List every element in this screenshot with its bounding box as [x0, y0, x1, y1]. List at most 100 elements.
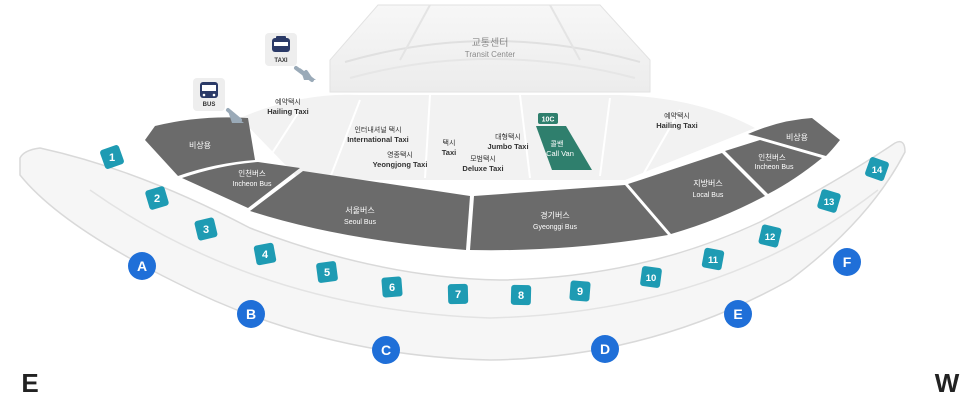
gate-C[interactable]: C [372, 336, 400, 364]
stop-label: 11 [708, 255, 719, 266]
bus-zone-incheon-right[interactable]: 인천버스 Incheon Bus [725, 140, 822, 194]
gate-label: C [381, 342, 391, 358]
svg-text:Incheon Bus: Incheon Bus [755, 164, 794, 171]
direction-west: W [935, 368, 960, 398]
taxi-zone-jumbo[interactable]: 대형택시 Jumbo Taxi [487, 132, 528, 151]
stop-label: 6 [389, 282, 395, 294]
stop-label: 14 [872, 165, 883, 176]
svg-text:Local Bus: Local Bus [693, 192, 724, 199]
call-van-stop: 10C [542, 117, 555, 124]
gate-label: A [137, 258, 147, 274]
svg-text:Seoul Bus: Seoul Bus [344, 219, 376, 226]
gate-label: F [843, 254, 852, 270]
stop-label: 12 [765, 232, 776, 243]
stop-1[interactable]: 1 [99, 144, 125, 170]
gate-D[interactable]: D [591, 335, 619, 363]
call-van-en: Call Van [546, 149, 574, 158]
taxi-label: TAXI [274, 58, 288, 64]
bus-zone-local[interactable]: 지방버스 Local Bus [628, 153, 765, 234]
svg-text:Taxi: Taxi [442, 148, 456, 157]
taxi-zone-international[interactable]: 인터내셔널 택시 International Taxi [347, 125, 409, 144]
gate-F[interactable]: F [833, 248, 861, 276]
svg-text:인터내셔널 택시: 인터내셔널 택시 [354, 125, 401, 134]
stop-10[interactable]: 10 [640, 266, 662, 288]
svg-text:Yeongjong Taxi: Yeongjong Taxi [373, 160, 428, 169]
svg-text:서울버스: 서울버스 [345, 205, 374, 215]
transit-center-en: Transit Center [465, 50, 516, 59]
stop-8[interactable]: 8 [510, 284, 532, 306]
gate-label: D [600, 341, 610, 357]
svg-text:Incheon Bus: Incheon Bus [233, 181, 272, 188]
stop-label: 10 [646, 273, 657, 284]
stop-label: 13 [824, 197, 835, 208]
bus-zone-emergency-right[interactable]: 비상용 [748, 118, 840, 156]
gate-label: E [733, 306, 742, 322]
bus-zone-incheon-left[interactable]: 인천버스 Incheon Bus [182, 162, 300, 208]
svg-text:영종택시: 영종택시 [387, 150, 413, 159]
stop-9[interactable]: 9 [569, 280, 591, 302]
svg-text:인천버스: 인천버스 [758, 152, 786, 162]
stop-label: 5 [324, 267, 330, 279]
call-van-stop-badge [538, 113, 558, 124]
svg-text:비상용: 비상용 [189, 140, 211, 150]
gate-E[interactable]: E [724, 300, 752, 328]
bus-label: BUS [203, 102, 216, 108]
taxi-zone-deluxe[interactable]: 모범택시 Deluxe Taxi [462, 154, 503, 173]
taxi-zone-hailing-right[interactable]: 예약택시 Hailing Taxi [656, 111, 698, 130]
svg-text:택시: 택시 [443, 138, 456, 147]
taxi-icon[interactable]: TAXI [265, 33, 297, 66]
stop-label: 3 [203, 224, 209, 236]
svg-text:Jumbo Taxi: Jumbo Taxi [487, 142, 528, 151]
gate-B[interactable]: B [237, 300, 265, 328]
svg-text:Hailing Taxi: Hailing Taxi [267, 107, 309, 116]
taxi-zone-hailing-left[interactable]: 예약택시 Hailing Taxi [267, 97, 309, 116]
bus-zone-gyeonggi[interactable]: 경기버스 Gyeonggi Bus [470, 185, 668, 251]
bus-zone-emergency-left[interactable]: 비상용 [145, 117, 255, 176]
gates: A B C D E F [128, 248, 861, 364]
bus-icon[interactable]: BUS [193, 78, 225, 111]
stop-label: 2 [154, 193, 160, 205]
stop-11[interactable]: 11 [701, 247, 725, 271]
taxi-area [240, 94, 755, 180]
svg-text:모범택시: 모범택시 [470, 154, 496, 163]
transit-center-ko: 교통센터 [472, 37, 509, 49]
arrow-bus-icon [226, 108, 242, 122]
bus-zone-seoul[interactable]: 서울버스 Seoul Bus [250, 171, 470, 250]
svg-text:예약택시: 예약택시 [275, 97, 301, 106]
stop-3[interactable]: 3 [194, 217, 218, 241]
stop-label: 9 [577, 286, 583, 298]
svg-text:인천버스: 인천버스 [238, 168, 266, 178]
stop-5[interactable]: 5 [316, 261, 338, 283]
gate-A[interactable]: A [128, 252, 156, 280]
svg-text:Gyeonggi Bus: Gyeonggi Bus [533, 224, 577, 231]
call-van-ko: 콜밴 [551, 139, 564, 148]
gate-label: B [246, 306, 256, 322]
stop-13[interactable]: 13 [817, 189, 842, 214]
stop-label: 1 [109, 152, 115, 164]
stop-label: 7 [455, 289, 461, 301]
stop-14[interactable]: 14 [864, 156, 890, 182]
svg-text:경기버스: 경기버스 [540, 210, 569, 220]
stop-4[interactable]: 4 [253, 242, 277, 266]
stop-7[interactable]: 7 [447, 283, 469, 305]
taxi-zone-taxi[interactable]: 택시 Taxi [442, 138, 456, 157]
taxi-zone-yeongjong[interactable]: 영종택시 Yeongjong Taxi [373, 150, 428, 169]
call-van-bay[interactable]: 10C 콜밴 Call Van [536, 113, 592, 170]
svg-text:지방버스: 지방버스 [693, 178, 722, 188]
stop-label: 8 [518, 290, 524, 302]
stop-6[interactable]: 6 [381, 276, 403, 298]
stop-2[interactable]: 2 [145, 186, 170, 211]
transit-center-building: 교통센터 Transit Center [329, 4, 651, 93]
svg-text:예약택시: 예약택시 [664, 111, 690, 120]
direction-east: E [21, 368, 38, 398]
svg-text:대형택시: 대형택시 [495, 132, 521, 141]
stop-label: 4 [262, 249, 269, 261]
svg-text:Hailing Taxi: Hailing Taxi [656, 121, 698, 130]
svg-text:International Taxi: International Taxi [347, 135, 409, 144]
stop-12[interactable]: 12 [758, 224, 782, 248]
svg-text:비상용: 비상용 [786, 132, 808, 142]
svg-text:Deluxe Taxi: Deluxe Taxi [462, 164, 503, 173]
